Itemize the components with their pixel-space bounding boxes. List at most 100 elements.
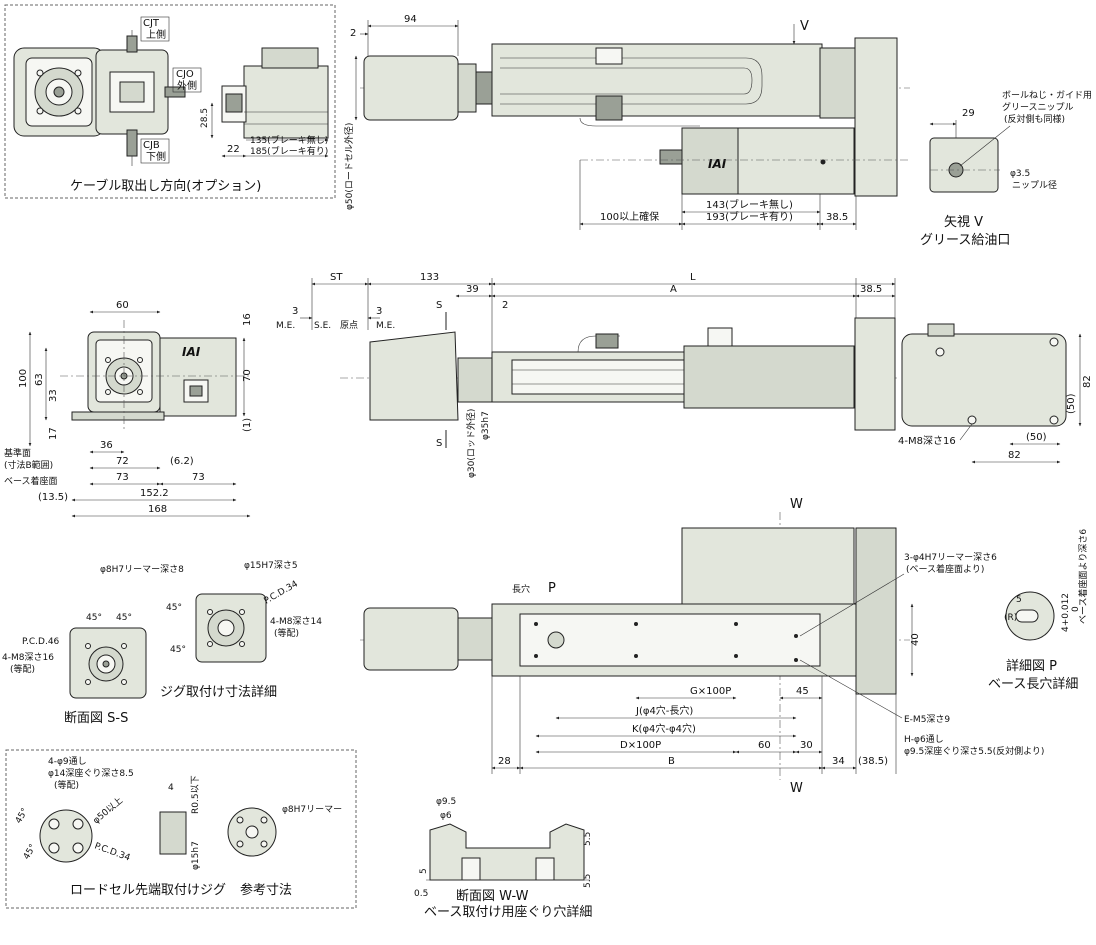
bottom-w-top: W [790,497,803,512]
side-phi35: φ35h7 [481,411,491,440]
bottom-dim-28: 28 [498,756,511,767]
end-dim-70: 70 [242,369,253,382]
right-dim-50v: (50) [1066,393,1077,414]
view-v-title-2: グリース給油口 [920,233,1010,248]
bottom-dim-45: 45 [796,686,809,697]
right-lbl-m8: 4-M8深さ16 [898,435,956,447]
bottom-lbl-reamer-2: (ベース着座面より) [906,563,984,575]
jig-lbl-phi15: φ15H7深さ5 [244,560,298,571]
detail-p-title-1: 詳細図 P [1006,658,1057,674]
long-hole [547,631,565,649]
dim-28-5: 28.5 [200,108,210,128]
right-end-plate [901,333,1067,427]
view-v-phi3-5: φ3.5 [1010,169,1030,179]
section-ww-profile [429,823,585,881]
jig-lbl-equal: (等配) [274,627,299,639]
ss-lbl-reamer: φ8H7リーマー深さ8 [100,564,184,575]
end-dim-36: 36 [100,440,113,451]
jig-detail: 45° 45° φ15H7深さ5 P.C.D.34 4-M8深さ14 (等配) … [160,560,322,700]
detail-p: 5 4+0.012 0 (R) ベース着座面より深さ6 詳細図 P ベース長穴詳… [988,529,1089,692]
top-dim-143: 143(ブレーキ無し) [706,198,793,211]
end-dim-6-2: (6.2) [170,456,194,467]
ss-angle-2: 45° [116,613,132,623]
end-motor [159,337,237,417]
end-dim-33: 33 [48,389,59,402]
side-load-cell [369,331,459,421]
jig-box-border [5,749,357,909]
bottom-dim-30: 30 [800,740,813,751]
detail-p-title-2: ベース長穴詳細 [988,676,1078,692]
view-v-title-1: 矢視 V [944,215,983,230]
top-end-plate [854,37,898,197]
side-s-top: S [436,300,442,311]
bottom-lbl-long-hole: 長穴 [512,583,530,595]
side-view: ST 133 L 39 A 38.5 3 3 2 M.E. S.E. 原点 M.… [276,272,900,478]
jig-box: 4-φ9通し φ14深座ぐり深さ8.5 (等配) φ50以上 P.C.D.34 … [5,749,357,909]
side-dim-3a: 3 [292,306,298,317]
top-dim-94: 94 [404,14,417,25]
end-dim-100: 100 [18,369,29,388]
bottom-lbl-em5: E-M5深さ9 [904,714,950,725]
side-dim-st: ST [330,272,343,283]
top-dim-phi50: φ50(ロードセル外径) [343,123,355,210]
bottom-lbl-p: P [548,581,556,596]
side-dim-2: 2 [502,300,508,311]
end-lbl-base: ベース着座面 [4,475,58,487]
lbl-se: S.E. [314,321,331,331]
ss-lbl-pcd46: P.C.D.46 [22,637,60,647]
jig-box-dim-phi15: φ15h7 [191,841,201,870]
end-dim-72: 72 [116,456,129,467]
jig-box-lbl-3: (等配) [54,779,79,791]
bottom-lbl-h: H-φ6通し [904,734,944,745]
bottom-dim-b: B [668,756,675,767]
jig-box-disc [39,809,93,863]
section-ww-title-2: ベース取付け用座ぐり穴詳細 [424,904,592,920]
cable-cjt-connector [126,35,138,53]
ww-dim-5-5b: 5.5 [583,874,593,888]
ss-lbl-m8: 4-M8深さ16 [2,652,54,663]
view-v-body [929,137,999,193]
ww-dim-5-5a: 5.5 [583,832,593,846]
jig-angle-1: 45° [166,603,182,613]
cable-option-panel: CJT 上側 CJO 外側 CJB 下側 28.5 22 135(ブレーキ無し)… [4,4,336,199]
detail-p-lbl-side: ベース着座面より深さ6 [1077,529,1089,624]
jig-box-lbl-r05: R0.5以下 [191,775,201,814]
bottom-dim-34: 34 [832,756,845,767]
jig-box-dim-4: 4 [168,783,174,793]
detail-p-dim-tol0: 0 [1071,606,1081,612]
jig-box-lbl-1: 4-φ9通し [48,756,87,767]
top-iai-logo: IAI [708,157,727,171]
end-dim-17: 17 [48,427,59,440]
jig-box-angle-2: 45° [22,843,39,862]
top-view: IAI 94 2 φ50(ロードセル外径) V 100以上確保 143(ブレーキ… [343,14,910,230]
side-dim-39: 39 [466,284,479,295]
end-lbl-ref-2: (寸法B範囲) [4,459,53,471]
bottom-load-cell [363,607,459,671]
top-dim-100: 100以上確保 [600,210,659,223]
ss-angle-1: 45° [86,613,102,623]
cable-option-border [4,4,336,199]
lbl-me-2: M.E. [376,321,395,331]
end-dim-13-5: (13.5) [38,492,68,503]
jig-box-title-ref: 参考寸法 [240,882,292,898]
ww-dim-0-5: 0.5 [414,889,428,899]
cjb-label: CJB [143,140,160,151]
end-dim-73b: 73 [192,472,205,483]
detail-p-dim-5: 5 [1016,595,1022,605]
cjt-label: CJT [143,18,160,29]
side-dim-38-5: 38.5 [860,284,882,295]
ww-dim-phi9-5: φ9.5 [436,797,456,807]
end-dim-152-2: 152.2 [140,488,169,499]
jig-lbl-pcd34: P.C.D.34 [263,579,301,606]
bottom-w-bot: W [790,781,803,796]
view-v: 29 ボールねじ・ガイド用 グリースニップル (反対側も同様) φ3.5 ニップ… [920,90,1092,248]
cjb-sub: 下側 [146,150,166,163]
cjo-sub: 外側 [177,79,197,92]
cable-cjb-connector [126,129,138,157]
cable-option-title: ケーブル取出し方向(オプション) [70,178,261,194]
ww-dim-5: 5 [419,868,429,874]
ss-lbl-equal: (等配) [10,663,35,675]
bottom-dim-k: K(φ4穴-φ4穴) [632,722,696,735]
end-dim-16: 16 [242,313,253,326]
jig-detail-title: ジグ取付け寸法詳細 [160,684,277,700]
